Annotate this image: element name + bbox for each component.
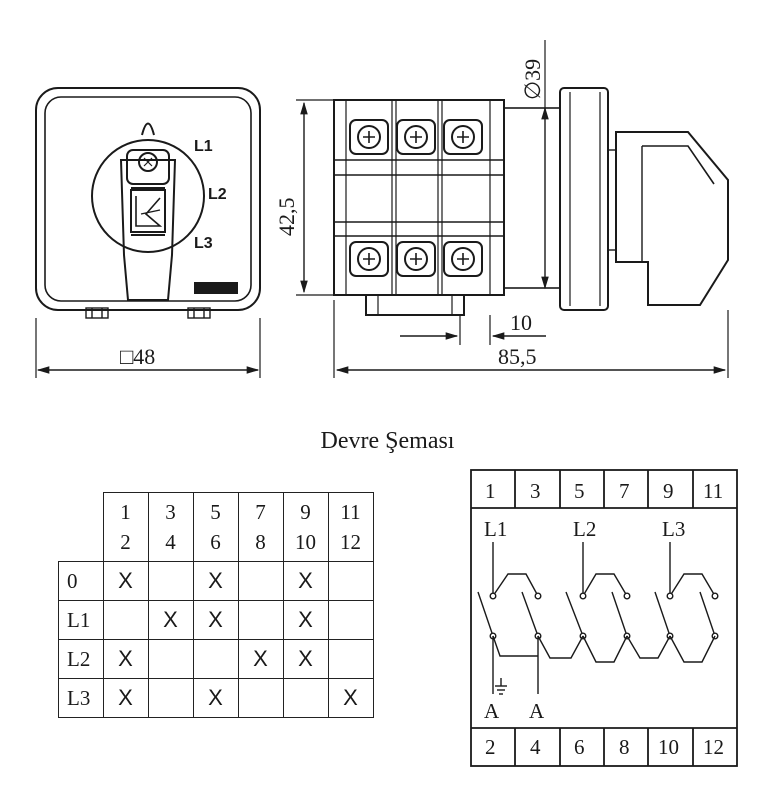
schematic-bottom-10: 10 [658, 735, 679, 759]
table-cell: X [192, 561, 239, 601]
table-cell: X [102, 561, 149, 601]
table-cell: X [147, 600, 194, 640]
dim-length-85-5: 85,5 [498, 344, 537, 369]
table-row: L1 X X X [58, 600, 374, 640]
dial-pointer [141, 122, 155, 136]
table-cell: X [282, 561, 329, 601]
front-housing-outer [35, 87, 261, 311]
dim-width-48: □48 [120, 344, 155, 369]
schematic-ground-a2: A [529, 699, 545, 723]
table-cell [102, 600, 149, 640]
handle-screw-icon [138, 152, 158, 172]
table-cell: X [282, 600, 329, 640]
side-handle [615, 131, 729, 306]
front-label-l3: L3 [194, 235, 213, 252]
schematic-line-l2: L2 [573, 517, 596, 541]
table-cell: X [237, 639, 284, 679]
bottom-terminal-screws [349, 241, 483, 277]
table-row: L3 X X X [58, 678, 374, 718]
table-row-label: 0 [58, 561, 104, 601]
schematic-line-l3: L3 [662, 517, 685, 541]
front-label-l2: L2 [208, 186, 227, 203]
side-front-plate [559, 87, 609, 311]
circuit-title: Devre Şeması [320, 428, 455, 454]
table-cell [147, 639, 194, 679]
table-cell: X [192, 678, 239, 718]
schematic-top-1: 1 [485, 479, 496, 503]
table-cell: X [192, 600, 239, 640]
table-row-label: L1 [58, 600, 104, 640]
schematic-bottom-12: 12 [703, 735, 724, 759]
front-view [35, 87, 261, 378]
side-view [296, 40, 729, 378]
table-cell: X [282, 639, 329, 679]
dim-small-10: 10 [510, 310, 532, 335]
shaft-housing [503, 107, 561, 289]
table-cell: X [102, 678, 149, 718]
schematic-line-l1: L1 [484, 517, 507, 541]
schematic-bottom-4: 4 [530, 735, 541, 759]
circuit-schematic [470, 469, 738, 767]
mounting-clips [85, 307, 211, 319]
table-cell [147, 678, 194, 718]
table-cell [237, 678, 284, 718]
table-cell [327, 600, 374, 640]
table-row: L2 X X X [58, 639, 374, 679]
table-corner [58, 492, 104, 562]
schematic-top-9: 9 [663, 479, 674, 503]
schematic-top-5: 5 [574, 479, 585, 503]
table-cell [237, 561, 284, 601]
table-cell [327, 561, 374, 601]
table-cell [327, 639, 374, 679]
switch-contacts [477, 542, 719, 695]
rotary-dial [91, 139, 205, 253]
side-foot [365, 294, 465, 316]
dim-height-42-5: 42,5 [274, 198, 299, 237]
schematic-bottom-2: 2 [485, 735, 496, 759]
schematic-bottom-6: 6 [574, 735, 585, 759]
table-row-label: L3 [58, 678, 104, 718]
schematic-top-3: 3 [530, 479, 541, 503]
table-cell: X [327, 678, 374, 718]
table-cell: X [102, 639, 149, 679]
top-terminal-screws [349, 119, 483, 155]
schematic-top-11: 11 [703, 479, 723, 503]
table-cell [192, 639, 239, 679]
nameplate [194, 282, 238, 294]
table-row-label: L2 [58, 639, 104, 679]
handle-screw-plate [126, 149, 170, 185]
schematic-ground-a1: A [484, 699, 500, 723]
switch-handle [119, 159, 177, 301]
table-cell [282, 678, 329, 718]
table-cell [237, 600, 284, 640]
table-cell [147, 561, 194, 601]
dim-diameter-39: ∅39 [520, 59, 545, 100]
schematic-frame [470, 469, 738, 767]
schematic-bottom-8: 8 [619, 735, 630, 759]
front-label-l1: L1 [194, 138, 213, 155]
table-row: 0 X X X [58, 561, 374, 601]
schematic-top-7: 7 [619, 479, 630, 503]
